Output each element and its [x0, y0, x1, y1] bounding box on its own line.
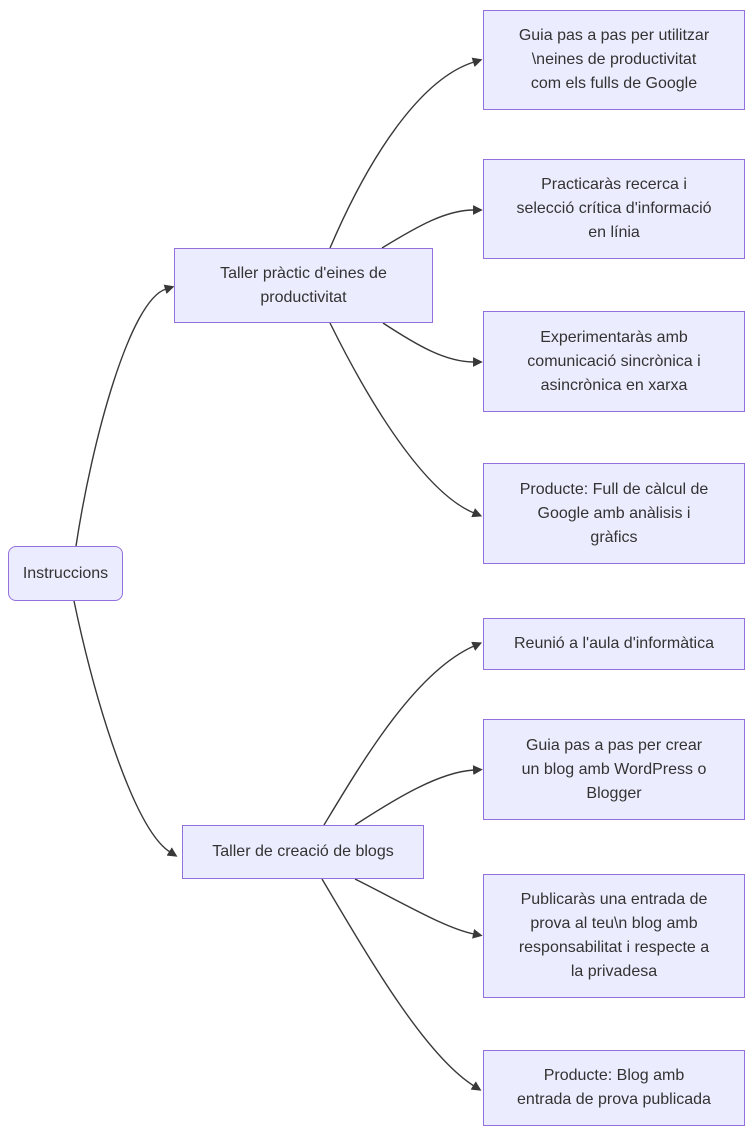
- node-l4: Producte: Full de càlcul de Google amb a…: [483, 463, 745, 564]
- node-label: Taller de creació de blogs: [212, 843, 394, 860]
- node-l2: Practicaràs recerca i selecció crítica d…: [483, 159, 745, 259]
- node-b1: Taller pràctic d'eines de productivitat: [174, 248, 433, 323]
- edge-b2-l6: [354, 765, 483, 826]
- node-b2: Taller de creació de blogs: [182, 825, 424, 879]
- node-l5: Reunió a l'aula d'informàtica: [483, 618, 745, 670]
- edge-root-b1: [75, 284, 175, 547]
- edge-b1-l2: [381, 205, 483, 249]
- node-label: Experimentaràs amb comunicació sincrònic…: [527, 328, 701, 394]
- node-label: Guia pas a pas per utilitzar \neines de …: [518, 27, 710, 92]
- edge-b2-l8: [321, 878, 482, 1091]
- node-label: Guia pas a pas per crear un blog amb Wor…: [521, 736, 707, 802]
- node-l8: Producte: Blog amb entrada de prova publ…: [483, 1050, 745, 1126]
- edge-b2-l7: [354, 878, 483, 939]
- edge-b1-l1: [329, 57, 483, 249]
- node-l7: Publicaràs una entrada de prova al teu\n…: [483, 874, 745, 998]
- node-label: Producte: Blog amb entrada de prova publ…: [517, 1067, 711, 1108]
- edge-b1-l3: [382, 322, 483, 367]
- node-root: Instruccions: [8, 546, 123, 601]
- node-l1: Guia pas a pas per utilitzar \neines de …: [483, 10, 745, 110]
- node-l3: Experimentaràs amb comunicació sincrònic…: [483, 311, 745, 412]
- edge-b2-l5: [323, 641, 483, 826]
- node-label: Practicaràs recerca i selecció crítica d…: [516, 176, 712, 241]
- edge-root-b2: [73, 600, 178, 857]
- node-label: Instruccions: [22, 564, 109, 582]
- node-label: Reunió a l'aula d'informàtica: [514, 635, 714, 652]
- node-label: Producte: Full de càlcul de Google amb a…: [519, 480, 709, 546]
- node-l6: Guia pas a pas per crear un blog amb Wor…: [483, 719, 745, 820]
- edge-b1-l4: [329, 322, 483, 518]
- node-label: Publicaràs una entrada de prova al teu\n…: [518, 891, 710, 980]
- node-label: Taller pràctic d'eines de productivitat: [220, 264, 387, 306]
